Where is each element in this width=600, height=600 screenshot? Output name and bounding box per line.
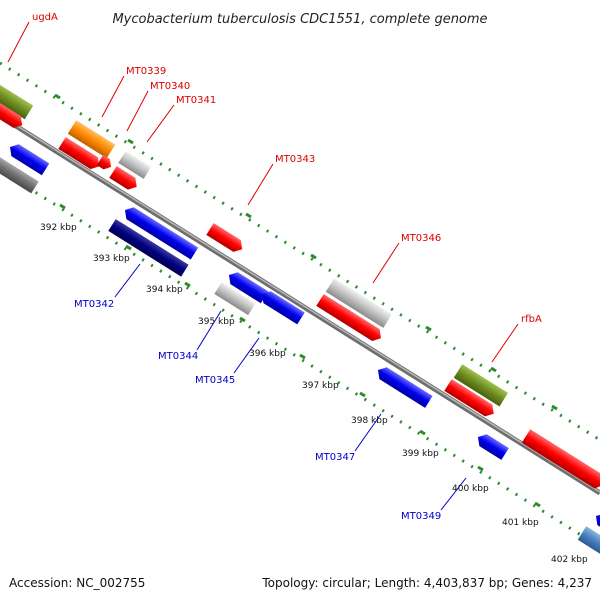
label-MT0346[interactable]: MT0346: [401, 233, 441, 244]
inner-lane-guide: [0, 168, 600, 549]
gene-upstream-gray-reverse[interactable]: [0, 157, 39, 194]
genome-backbone: [0, 113, 600, 496]
outer-lane-guide: [0, 61, 600, 442]
gene-MT0347[interactable]: [374, 364, 433, 408]
gene-red-forward-b[interactable]: [109, 166, 140, 193]
gene-upstream-blue-reverse[interactable]: [6, 141, 50, 176]
label-MT0341[interactable]: MT0341: [176, 95, 216, 106]
label-MT0345[interactable]: MT0345: [195, 375, 235, 386]
label-MT0349[interactable]: MT0349: [401, 511, 441, 522]
gene-MT0344[interactable]: [214, 282, 256, 316]
tick-label-398: 398 kbp: [351, 416, 388, 426]
gene-blue-reverse-a[interactable]: [225, 269, 269, 304]
label-leader-lines: [7, 21, 519, 511]
label-ugdA[interactable]: ugdA: [32, 12, 58, 23]
label-rfbA[interactable]: rfbA: [521, 314, 542, 325]
gene-red-forward-a[interactable]: [58, 137, 103, 172]
accession-text: Accession: NC_002755: [9, 576, 145, 590]
label-MT0344[interactable]: MT0344: [158, 351, 198, 362]
gene-upstream-red-forward[interactable]: [0, 99, 26, 131]
tick-label-392: 392 kbp: [40, 223, 77, 233]
gene-steelblue-reverse[interactable]: [577, 526, 600, 562]
gene-MT0346[interactable]: [325, 278, 392, 328]
gene-MT0339[interactable]: [67, 120, 116, 159]
gene-MT0343[interactable]: [206, 223, 246, 255]
tick-label-400: 400 kbp: [452, 484, 489, 494]
label-MT0347[interactable]: MT0347: [315, 452, 355, 463]
gene-MT0345[interactable]: [258, 288, 305, 325]
tick-label-401: 401 kbp: [502, 518, 539, 528]
tick-label-402: 402 kbp: [551, 555, 588, 565]
gene-MT0341[interactable]: [118, 151, 152, 179]
gene-MT0342[interactable]: [108, 219, 189, 277]
gene-ugdA[interactable]: [0, 81, 34, 120]
tick-label-396: 396 kbp: [249, 349, 286, 359]
label-MT0342[interactable]: MT0342: [74, 299, 114, 310]
map-title: Mycobacterium tuberculosis CDC1551, comp…: [112, 12, 487, 27]
gene-MT0342-upper[interactable]: [121, 204, 199, 260]
gene-MT0349[interactable]: [474, 431, 509, 460]
label-MT0340[interactable]: MT0340: [150, 81, 190, 92]
gene-red-forward-d[interactable]: [444, 379, 497, 420]
gene-MT0340[interactable]: [96, 154, 114, 172]
tick-label-399: 399 kbp: [402, 449, 439, 459]
gene-red-forward-e[interactable]: [521, 429, 600, 491]
tick-label-397: 397 kbp: [302, 381, 339, 391]
tick-label-393: 393 kbp: [93, 254, 130, 264]
gene-red-forward-c[interactable]: [316, 294, 384, 344]
major-ticks: [54, 93, 558, 508]
gene-rfbA[interactable]: [453, 364, 508, 407]
label-MT0339[interactable]: MT0339: [126, 66, 166, 77]
tick-label-395: 395 kbp: [198, 317, 235, 327]
label-MT0343[interactable]: MT0343: [275, 154, 315, 165]
topology-text: Topology: circular; Length: 4,403,837 bp…: [261, 576, 592, 590]
tick-label-394: 394 kbp: [146, 285, 183, 295]
